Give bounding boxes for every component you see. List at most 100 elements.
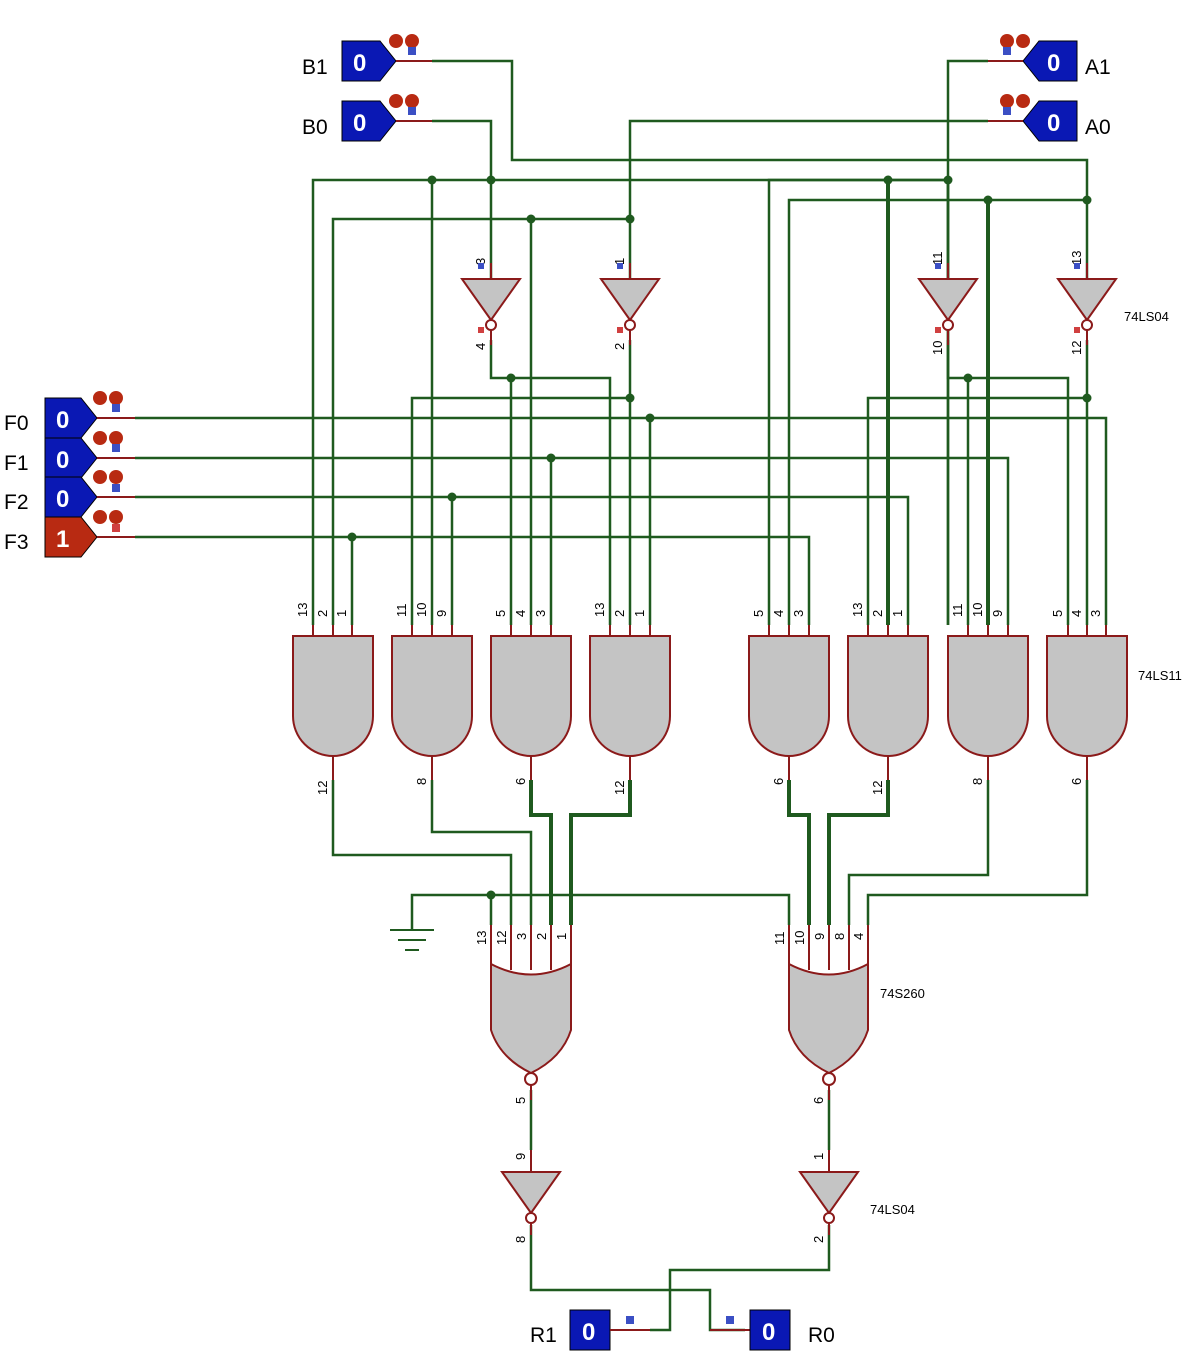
wire-b0 [432,119,493,295]
pin-number: 11 [950,604,965,618]
input-value: 0 [353,50,366,77]
pin-number: 8 [832,933,847,940]
wire-nb0 [489,340,612,625]
pin-number: 2 [612,343,627,350]
pin-number: 10 [414,603,429,617]
pin-number: 10 [792,931,807,945]
output-value: 0 [762,1319,775,1346]
pin-number: 6 [811,1097,826,1104]
pin-number: 1 [890,610,905,617]
inverter-top-1: 3 4 [460,258,522,350]
pin-number: 9 [434,610,449,617]
pin-number: 3 [533,610,548,617]
junctions [347,175,1092,900]
input-value: 0 [56,407,69,434]
input-switch-f3[interactable]: F3 1 [4,510,135,558]
and-gate-8: 5 4 3 6 [1046,610,1128,785]
pin-number: 11 [772,932,787,946]
pin-number: 6 [513,778,528,785]
input-value: 0 [56,447,69,474]
and-gate-4: 13 2 1 12 [589,603,671,795]
input-value: 0 [1047,110,1060,137]
output-indicator-r0: 0 R0 [710,1309,835,1351]
input-switch-b0[interactable]: B0 0 [302,94,432,142]
and-gate-6: 13 2 1 12 [847,603,929,795]
input-value: 1 [56,526,69,553]
pin-number: 1 [612,258,627,265]
pin-number: 3 [1088,610,1103,617]
pin-number: 12 [1069,341,1084,355]
input-switch-b1[interactable]: B1 0 [302,34,432,82]
pin-number: 13 [1069,251,1084,265]
pin-number: 5 [1050,610,1065,617]
output-label: R1 [530,1324,557,1347]
pin-number: 9 [513,1153,528,1160]
nor-gate-2: 11 10 9 8 4 6 [772,925,869,1104]
input-label: F3 [4,531,29,554]
pin-number: 4 [473,343,488,350]
inverter-top-3: 11 10 [917,252,979,355]
pin-number: 1 [632,610,647,617]
pin-number: 10 [930,341,945,355]
inverter-top-2: 1 2 [599,258,661,350]
input-label: B0 [302,116,328,139]
pin-number: 3 [791,610,806,617]
pin-number: 12 [612,781,627,795]
wire-r1 [650,1225,831,1332]
inverter-top-4: 13 12 [1056,251,1118,355]
pin-number: 4 [771,610,786,617]
input-value: 0 [353,110,366,137]
input-label: F0 [4,412,29,435]
input-switch-a0[interactable]: 0 A0 [988,94,1111,142]
pin-number: 12 [494,931,509,945]
pin-number: 3 [514,933,529,940]
output-value: 0 [582,1319,595,1346]
pin-number: 4 [851,933,866,940]
pin-number: 13 [295,603,310,617]
pin-number: 1 [811,1153,826,1160]
wire-f2 [135,495,910,625]
output-label: R0 [808,1324,835,1347]
wire-na1 [946,340,1070,625]
inverter-bottom-2: 1 2 [798,1150,860,1243]
pin-number: 11 [394,604,409,618]
and-gate-5: 5 4 3 6 [748,610,830,785]
chip-label-inverters-top: 74LS04 [1124,309,1169,324]
input-switch-f1[interactable]: F1 0 [4,431,135,479]
wire-a1 [946,59,988,295]
pin-number: 8 [414,778,429,785]
wire-f3 [135,535,811,625]
pin-number: 2 [612,610,627,617]
input-label: A0 [1085,116,1111,139]
input-switch-f0[interactable]: F0 0 [4,391,135,439]
nor-gate-1: 13 12 3 2 1 5 [474,925,572,1104]
wire-a0 [628,119,988,295]
pin-number: 8 [513,1236,528,1243]
and-gate-1: 13 2 1 12 [292,603,374,795]
pin-number: 13 [850,603,865,617]
pin-number: 6 [1069,778,1084,785]
pin-number: 12 [870,781,885,795]
wire-ground [410,893,791,930]
pin-number: 2 [870,610,885,617]
pin-number: 5 [493,610,508,617]
pin-number: 4 [513,610,528,617]
inverter-bottom-1: 9 8 [500,1150,562,1243]
output-indicator-r1: R1 0 [530,1309,650,1351]
input-switch-a1[interactable]: 0 A1 [988,34,1111,82]
and-gate-7: 11 10 9 8 [947,603,1029,785]
pin-number: 5 [751,610,766,617]
pin-number: 1 [334,610,349,617]
chip-label-and-gates: 74LS11 [1138,668,1182,683]
input-value: 0 [56,486,69,513]
wire-and1-nor [331,780,513,925]
chip-label-inverters-bottom: 74LS04 [870,1202,915,1217]
input-value: 0 [1047,50,1060,77]
input-switch-f2[interactable]: F2 0 [4,470,135,518]
ground-icon [390,929,434,951]
pin-number: 8 [970,778,985,785]
pin-number: 1 [554,933,569,940]
pin-number: 2 [811,1236,826,1243]
input-label: A1 [1085,56,1111,79]
